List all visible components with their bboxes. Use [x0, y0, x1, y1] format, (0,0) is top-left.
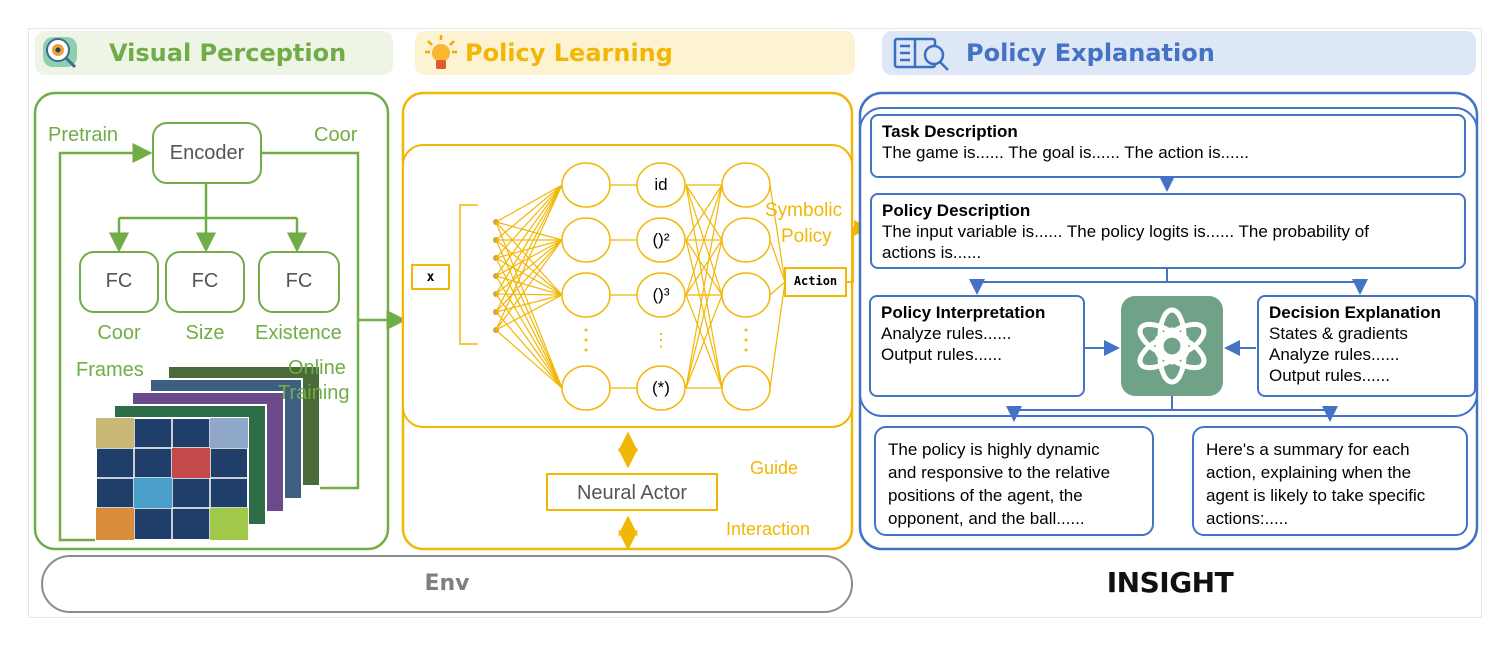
- training-label: Training: [278, 382, 350, 404]
- output-explanation-right: Here's a summary for each action, explai…: [1192, 426, 1468, 536]
- header-policy-title: Policy Learning: [465, 39, 673, 67]
- output-right-line-1: Here's a summary for each: [1206, 440, 1410, 459]
- frames-label: Frames: [76, 359, 144, 381]
- policy-description-box: Policy Description The input variable is…: [870, 193, 1466, 269]
- task-description-title: Task Description: [882, 122, 1018, 141]
- fc-label-coor: FC: [105, 270, 133, 292]
- output-left-line-2: and responsive to the relative: [888, 463, 1111, 482]
- neural-actor-box: [546, 473, 718, 511]
- llm-context-panel: [859, 107, 1478, 417]
- node-square-label: ()²: [652, 230, 670, 249]
- network-connections: [495, 184, 786, 389]
- output-left-line-1: The policy is highly dynamic: [888, 440, 1100, 459]
- input-bracket: [459, 204, 478, 345]
- node-id-label: id: [654, 175, 668, 194]
- fc-label-size: FC: [191, 270, 219, 292]
- fc-label-existence: FC: [285, 270, 313, 292]
- insight-title: INSIGHT: [1106, 566, 1234, 599]
- book-magnifier-icon: [892, 33, 954, 73]
- game-frames-stack: [95, 365, 321, 541]
- encoder-label: Encoder: [169, 142, 245, 164]
- policy-description-title: Policy Description: [882, 201, 1031, 220]
- chatgpt-logo-icon: [1121, 296, 1223, 396]
- symbolic-network-panel: [402, 144, 853, 428]
- decision-explanation-line-2: Analyze rules......: [1269, 345, 1400, 364]
- fc-box-size: [165, 251, 245, 313]
- node-star-label: (*): [652, 378, 670, 397]
- env-box: [41, 555, 853, 613]
- neural-actor-label: Neural Actor: [576, 482, 688, 504]
- decision-explanation-line-3: Output rules......: [1269, 366, 1390, 385]
- guide-label: Guide: [750, 458, 799, 478]
- policy-interpretation-title: Policy Interpretation: [881, 303, 1046, 322]
- header-visual-perception: Visual Perception: [35, 31, 393, 75]
- decision-explanation-title: Decision Explanation: [1269, 303, 1441, 322]
- symbolic-label: Symbolic: [765, 200, 843, 221]
- output-right-line-3: agent is likely to take specific: [1206, 486, 1426, 505]
- interaction-label: Interaction: [726, 519, 811, 539]
- header-policy-explanation: Policy Explanation: [882, 31, 1476, 75]
- policy-description-line-2: actions is......: [882, 243, 982, 262]
- decision-explanation-box: Decision Explanation States & gradients …: [1257, 295, 1476, 397]
- output-right-line-4: actions:.....: [1206, 509, 1289, 528]
- policy-interpretation-line-2: Output rules......: [881, 345, 1002, 364]
- env-label: Env: [424, 571, 470, 596]
- output-explanation-left: The policy is highly dynamic and respons…: [874, 426, 1154, 536]
- policy-label: Policy: [781, 226, 832, 247]
- pretrain-label: Pretrain: [48, 124, 119, 146]
- brain-eye-icon: [41, 33, 85, 73]
- fc-box-existence: [258, 251, 340, 313]
- task-description-box: Task Description The game is...... The g…: [870, 114, 1466, 178]
- node-cube-label: ()³: [652, 285, 670, 304]
- fc-box-coor: [79, 251, 159, 313]
- output-right-line-2: action, explaining when the: [1206, 463, 1412, 482]
- head-label-coor: Coor: [97, 322, 141, 344]
- output-left-line-4: opponent, and the ball......: [888, 509, 1085, 528]
- head-label-existence: Existence: [255, 322, 342, 344]
- coor-top-label: Coor: [314, 124, 358, 146]
- policy-interpretation-line-1: Analyze rules......: [881, 324, 1012, 343]
- action-label: Action: [793, 274, 838, 288]
- pretrain-loop-line: [58, 143, 153, 542]
- policy-description-line-1: The input variable is...... The policy l…: [882, 222, 1369, 241]
- outer-frame: [28, 28, 1482, 618]
- policy-interpretation-box: Policy Interpretation Analyze rules.....…: [869, 295, 1085, 397]
- decision-explanation-line-1: States & gradients: [1269, 324, 1408, 343]
- header-policy-learning: Policy Learning: [415, 31, 855, 75]
- vertical-ellipsis-dots: [584, 328, 748, 352]
- input-x-box: [411, 264, 450, 290]
- online-label: Online: [288, 357, 346, 379]
- node-ellipsis-label: ⋮: [652, 330, 670, 350]
- header-explain-title: Policy Explanation: [966, 39, 1215, 67]
- network-nodes: [561, 162, 771, 411]
- input-x-label: x: [426, 270, 435, 285]
- header-visual-title: Visual Perception: [109, 39, 347, 67]
- lightbulb-icon: [423, 33, 459, 73]
- output-left-line-3: positions of the agent, the: [888, 486, 1083, 505]
- task-description-text: The game is...... The goal is...... The …: [882, 143, 1249, 162]
- head-label-size: Size: [185, 322, 225, 344]
